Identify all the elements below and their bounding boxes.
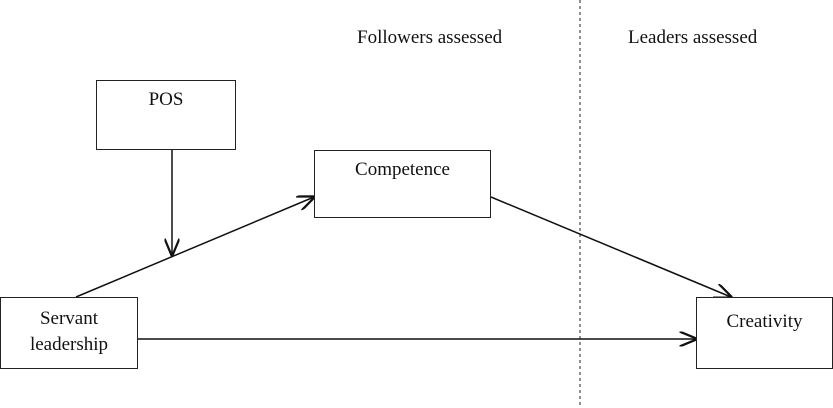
arrow-competence-creativity [490, 196, 731, 297]
header-followers: Followers assessed [357, 27, 503, 48]
servant-line2: leadership [29, 334, 109, 355]
node-servant-leadership: Servant leadership [0, 297, 138, 369]
node-creativity: Creativity [696, 297, 833, 369]
arrow-servant-competence [75, 197, 314, 298]
servant-line1: Servant [39, 308, 99, 329]
header-leaders: Leaders assessed [628, 27, 758, 48]
node-pos: POS [96, 80, 236, 150]
node-competence: Competence [314, 150, 491, 218]
